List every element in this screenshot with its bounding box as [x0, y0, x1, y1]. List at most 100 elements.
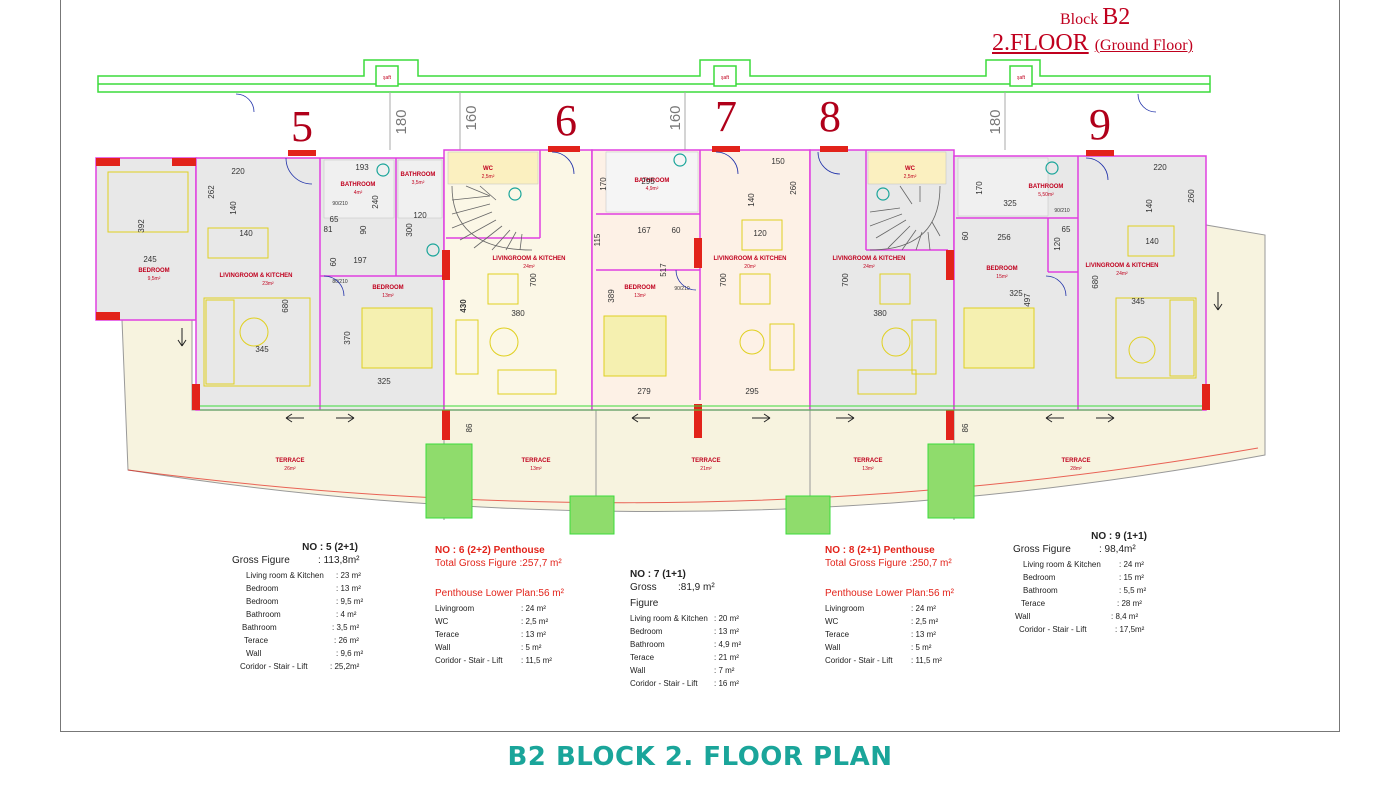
room-u6-wc-area: 2,5m² [482, 174, 495, 180]
room-u6-wc: WC [483, 166, 494, 172]
room-u7-terrace-area: 21m² [700, 466, 712, 472]
dim-700a: 700 [529, 273, 538, 287]
unit-numbers: 5 6 7 8 9 [291, 92, 1111, 151]
room-u9-bed-area: 15m² [996, 274, 1008, 280]
furniture [107, 171, 1197, 395]
summary-row: Terace: 26 m² [244, 636, 359, 645]
dim-245: 245 [143, 255, 157, 264]
floor-label: 2.FLOOR [992, 30, 1089, 56]
shaft-label-2: şaft [721, 75, 730, 81]
summary-row: Wall: 9,6 m² [246, 649, 364, 658]
room-u7-terrace: TERRACE [691, 458, 720, 464]
summary-row: Bedroom: 13 m² [630, 627, 739, 636]
dim-140e: 140 [1145, 237, 1159, 246]
room-u8-wc-area: 2,5m² [904, 174, 917, 180]
room-u8-wc: WC [905, 166, 916, 172]
corridor-dim-2: 160 [463, 105, 480, 130]
summary-9-head: NO : 9 (1+1) [1091, 531, 1147, 542]
room-u9-living-area: 24m² [1116, 271, 1128, 277]
dim-65a: 65 [330, 215, 339, 224]
summary-row: Bedroom: 15 m² [1023, 573, 1144, 582]
room-u7-living-area: 20m² [744, 264, 756, 270]
summary-row: Living room & Kitchen: 24 m² [1023, 560, 1144, 569]
room-u7-bed: BEDROOM [624, 285, 655, 291]
room-u6-terrace-area: 13m² [530, 466, 542, 472]
room-u9-living: LIVINGROOM & KITCHEN [1086, 263, 1159, 269]
columns [96, 146, 1210, 440]
dim-260b: 260 [1187, 189, 1196, 203]
room-u7-bath-area: 4,9m² [646, 186, 659, 192]
room-labels: BEDROOM 9,5m² LIVINGROOM & KITCHEN 23m² … [138, 166, 1158, 472]
dim-260a: 260 [789, 181, 798, 195]
wet-area-fills [323, 151, 1049, 219]
dim-262: 262 [207, 185, 216, 199]
summary-row: Bathroom: 3,5 m² [242, 623, 360, 632]
dim-295a: 295 [641, 177, 655, 186]
room-u5-bedroom: BEDROOM [138, 268, 169, 274]
dim-517: 517 [659, 263, 668, 277]
summary-row: WC: 2,5 m² [825, 617, 939, 626]
summary-6-total: Total Gross Figure :257,7 m² [435, 558, 562, 569]
summary-8-total: Total Gross Figure :250,7 m² [825, 558, 952, 569]
dim-170a: 170 [599, 177, 608, 191]
summary-6-head: NO : 6 (2+2) Penthouse [435, 545, 545, 556]
unit-fills [95, 149, 1207, 411]
summary-7-gross-label: Gross Figure [630, 582, 659, 609]
room-u5-bed2: BEDROOM [372, 285, 403, 291]
stair-6 [451, 185, 533, 251]
facade-lines [200, 405, 1202, 411]
summary-unit-5: NO : 5 (2+1) Gross Figure : 113,8m² Livi… [232, 542, 382, 673]
room-u5-bath-area: 4m² [354, 190, 363, 196]
summary-row: Wall: 5 m² [825, 643, 932, 652]
dim-497: 497 [1023, 293, 1032, 307]
summary-5-gross-value: : 113,8m² [318, 555, 360, 566]
corridor-dim-1: 180 [393, 109, 410, 134]
room-u7-bath: BATHROOM [635, 178, 670, 184]
dim-120c: 120 [1053, 237, 1062, 251]
summary-row: Terace: 13 m² [825, 630, 936, 639]
room-u9-bed: BEDROOM [986, 266, 1017, 272]
dim-256: 256 [997, 233, 1011, 242]
dim-60a: 60 [329, 257, 338, 266]
summary-8-head: NO : 8 (2+1) Penthouse [825, 545, 935, 556]
summary-row: Coridor - Stair - Lift: 11,5 m² [435, 656, 552, 665]
dim-120a: 120 [413, 211, 427, 220]
unit-number-7: 7 [715, 92, 737, 141]
door-label-3: 90/210 [674, 286, 690, 292]
teal-fixtures [376, 153, 1059, 257]
summary-unit-8: NO : 8 (2+1) Penthouse Total Gross Figur… [825, 545, 995, 667]
room-u8-living: LIVINGROOM & KITCHEN [833, 256, 906, 262]
summary-row: Bathroom: 4,9 m² [630, 640, 742, 649]
dim-197: 197 [353, 256, 367, 265]
summary-8-lower: Penthouse Lower Plan:56 m² [825, 588, 954, 599]
summary-row: Coridor - Stair - Lift: 17,5m² [1019, 625, 1145, 634]
summary-row: Livingroom: 24 m² [435, 604, 546, 613]
dim-680a: 680 [281, 299, 290, 313]
dim-430: 430 [459, 299, 468, 313]
unit-number-6: 6 [555, 96, 577, 145]
shaft-label-1: şaft [383, 75, 392, 81]
summary-5-rows: Living room & Kitchen: 23 m² Bedroom: 13… [232, 569, 382, 673]
dim-380a: 380 [511, 309, 525, 318]
room-u8-terrace-area: 13m² [862, 466, 874, 472]
summary-row: Bathroom: 4 m² [246, 610, 357, 619]
terrace-area [121, 224, 1266, 513]
dim-86b: 86 [961, 423, 970, 432]
block-prefix: Block [1060, 11, 1099, 28]
summary-row: Living room & Kitchen: 20 m² [630, 614, 739, 623]
dim-220b: 220 [1153, 163, 1167, 172]
dim-240: 240 [371, 195, 380, 209]
summary-row: Wall: 8,4 m² [1015, 612, 1139, 621]
summary-row: WC: 2,5 m² [435, 617, 549, 626]
block-name: B2 [1102, 4, 1131, 30]
room-u8-living-area: 24m² [863, 264, 875, 270]
dim-193: 193 [355, 163, 369, 172]
room-u6-living: LIVINGROOM & KITCHEN [493, 256, 566, 262]
dim-389: 389 [607, 289, 616, 303]
dim-140a: 140 [229, 201, 238, 215]
dim-60b: 60 [672, 226, 681, 235]
direction-arrows [177, 292, 1223, 423]
door-swings [235, 93, 1157, 297]
summary-7-gross-value: :81,9 m² [678, 582, 715, 593]
room-u5-bath2: BATHROOM [401, 172, 436, 178]
